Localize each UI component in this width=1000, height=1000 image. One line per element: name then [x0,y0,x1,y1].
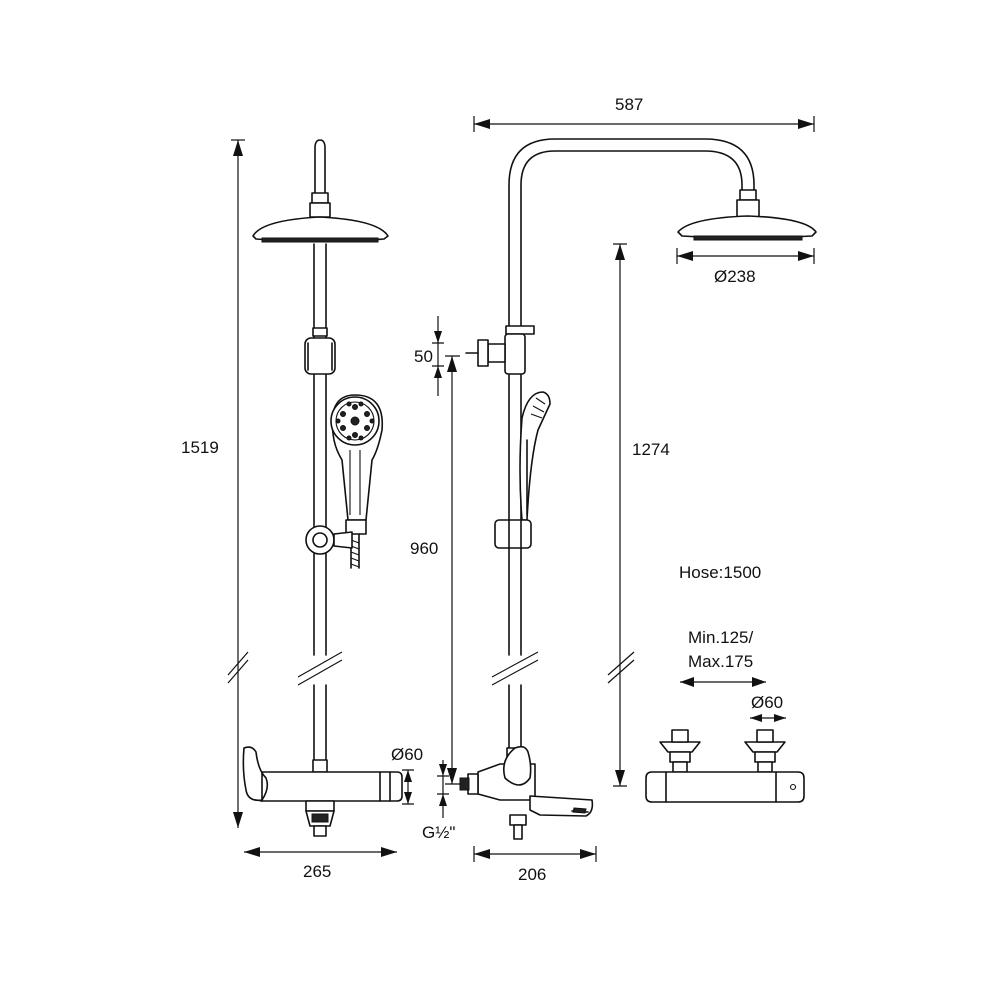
hose-length-label: Hose:1500 [679,563,761,582]
thermostatic-mixer-front [242,746,403,837]
hand-shower [330,394,384,569]
inlet-thread-label: G½" [422,823,455,842]
side-depth-label: 206 [518,865,546,884]
front-connection-diameter-dimension: Ø60 [391,745,423,805]
arm-width-label: 587 [615,95,643,114]
outlet-height-dimension: 960 [410,355,460,785]
mixer-top-view [645,729,805,803]
head-diameter-label: Ø238 [714,267,756,286]
front-width-label: 265 [303,862,331,881]
side-height-label: 1274 [632,440,670,459]
front-total-height-label: 1519 [181,438,219,457]
hand-shower-side [519,391,551,521]
spacing-min-label: Min.125/ [688,628,753,647]
bracket-offset-dimension: 50 [414,316,444,396]
connection-spacing-dimension [680,677,766,687]
bracket-offset-label: 50 [414,347,433,366]
slide-holder [305,525,353,555]
front-width-dimension: 265 [244,847,397,881]
side-view [459,138,817,840]
detail-diameter-dimension: Ø60 [750,693,786,722]
detail-diameter-label: Ø60 [751,693,783,712]
thermostatic-mixer-side [459,745,594,840]
slide-holder-side [494,519,532,549]
outlet-height-label: 960 [410,539,438,558]
overhead-shower-head-side [677,215,817,241]
arm-width-dimension: 587 [473,95,815,132]
front-view [242,139,403,837]
front-height-dimension: 1519 [181,139,249,828]
side-height-dimension: 1274 [607,243,676,787]
upper-wall-bracket [304,327,336,375]
front-connection-diameter-label: Ø60 [391,745,423,764]
upper-wall-bracket-side [465,325,535,375]
overhead-shower-head [252,216,389,243]
inlet-thread-dimension: G½" [422,760,455,842]
spacing-max-label: Max.175 [688,652,753,671]
head-diameter-dimension: Ø238 [676,248,815,286]
side-depth-dimension: 206 [473,846,597,884]
